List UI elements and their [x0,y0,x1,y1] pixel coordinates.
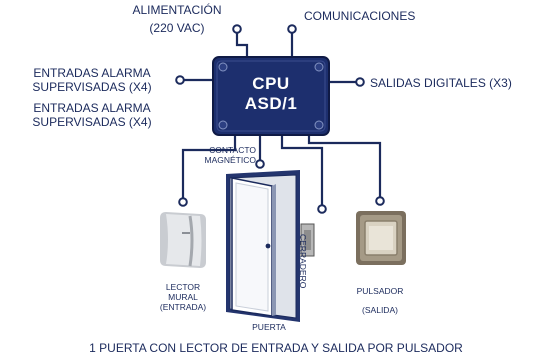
wire-alimentacion [235,33,249,58]
cpu-box-shape [212,56,330,136]
push-button-illustration [356,211,406,265]
card-reader-illustration [160,212,206,268]
wire-pulsador [307,134,382,197]
terminal-contacto [255,159,265,169]
label-alimentacion-line1: ALIMENTACIÓN [132,3,222,17]
door-illustration [226,170,315,322]
label-cerradero: CERRADERO [298,234,308,289]
label-contacto-line2: MAGNÉTICO [204,155,256,165]
terminal-alimentacion [232,24,242,34]
label-contacto-line1: CONTACTO [209,145,256,155]
terminal-cerradero [317,204,327,214]
label-alimentacion: ALIMENTACIÓN (220 VAC) [112,3,242,35]
label-salidas: SALIDAS DIGITALES (X3) [370,76,512,90]
label-entradas-top-line1: ENTRADAS ALARMA [33,66,151,80]
terminal-lector [178,197,188,207]
label-contacto: CONTACTO MAGNÉTICO [190,145,256,165]
terminal-salidas [355,77,365,87]
wire-cerradero [280,134,324,205]
terminal-comunicaciones [287,24,297,34]
cpu-line1: CPU [252,74,290,93]
label-lector-line3: (ENTRADA) [159,302,207,312]
cpu-label: CPU ASD/1 [212,74,330,114]
label-pulsador-line2: (SALIDA) [362,305,398,315]
label-lector-line1: LECTOR [165,282,201,292]
label-alimentacion-line2: (220 VAC) [149,21,205,35]
label-entradas-bottom-line1: ENTRADAS ALARMA [33,101,151,115]
label-entradas-bottom-line2: SUPERVISADAS (X4) [32,115,152,129]
cpu-line2: ASD/1 [244,94,298,113]
label-lector: LECTOR MURAL (ENTRADA) [150,282,216,312]
terminal-pulsador [375,196,385,206]
label-entradas-top-line2: SUPERVISADAS (X4) [32,80,152,94]
wire-lector [181,134,237,198]
label-pulsador-line1: PULSADOR [356,286,404,296]
label-puerta: PUERTA [252,322,286,332]
label-entradas-bottom: ENTRADAS ALARMA SUPERVISADAS (X4) [8,101,176,129]
cpu-module: CPU ASD/1 [212,56,330,136]
terminal-entradas-top [175,75,185,85]
label-entradas-top: ENTRADAS ALARMA SUPERVISADAS (X4) [8,66,176,94]
label-comunicaciones: COMUNICACIONES [304,9,416,23]
label-pulsador: PULSADOR (SALIDA) [344,286,416,315]
label-lector-line2: MURAL [168,292,198,302]
diagram-caption: 1 PUERTA CON LECTOR DE ENTRADA Y SALIDA … [89,341,463,355]
